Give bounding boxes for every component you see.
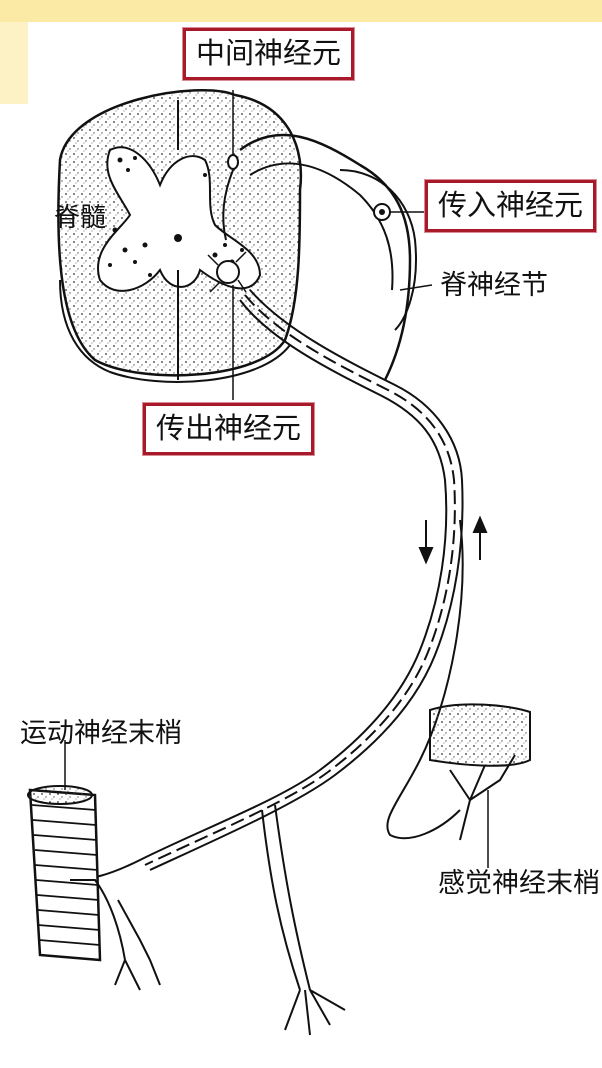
sensory-nerve-ending-label: 感觉神经末梢 [438,868,600,900]
skin-section [430,704,530,868]
spinal-nerve-trunk [70,290,463,1035]
spinal-cord-section [58,90,301,382]
motor-nerve-ending-label: 运动神经末梢 [20,718,182,750]
efferent-neuron-label: 传出神经元 [143,403,314,455]
spinal-cord-label: 脊髓 [54,202,106,234]
afferent-neuron-label: 传入神经元 [425,180,596,232]
muscle-section [28,740,160,990]
interneuron-label: 中间神经元 [183,28,354,80]
spinal-ganglion-label: 脊神经节 [440,270,548,302]
